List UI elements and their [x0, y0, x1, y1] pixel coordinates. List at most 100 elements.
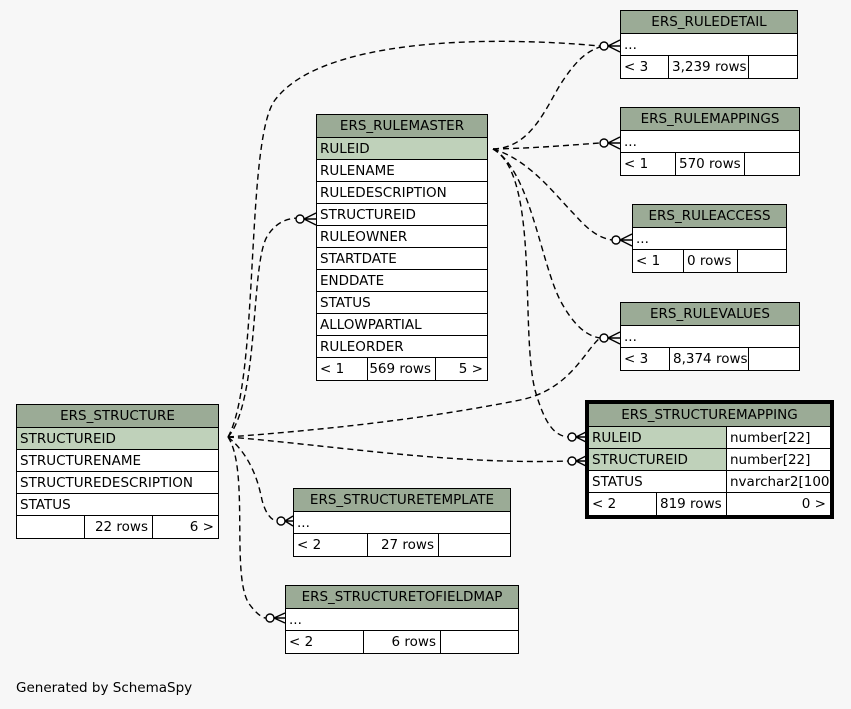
parent-count[interactable]: < 3 — [621, 348, 670, 370]
table-footer: < 2 6 rows — [286, 631, 518, 653]
generated-by-note: Generated by SchemaSpy — [16, 680, 193, 696]
table-header[interactable]: ERS_STRUCTURETEMPLATE — [294, 489, 510, 512]
rel-structure-rulevalues — [227, 337, 601, 438]
child-count[interactable] — [439, 534, 510, 556]
table-header[interactable]: ERS_RULEMAPPINGS — [621, 108, 799, 131]
column-row[interactable]: RULENAME — [317, 160, 487, 182]
rel-structure-structuretemplate — [227, 436, 279, 522]
table-footer: < 3 3,239 rows — [621, 56, 797, 78]
column-row[interactable]: STATUS — [17, 494, 218, 516]
column-name: STRUCTUREID — [589, 449, 727, 470]
row-count: 819 rows — [657, 493, 727, 515]
parent-count[interactable]: < 2 — [589, 493, 657, 515]
column-row[interactable]: STRUCTUREDESCRIPTION — [17, 472, 218, 494]
table-footer: < 1 570 rows — [621, 153, 799, 175]
column-row[interactable]: ALLOWPARTIAL — [317, 314, 487, 336]
parent-count[interactable]: < 1 — [621, 153, 676, 175]
parent-count[interactable]: < 1 — [633, 250, 684, 272]
table-footer: < 1 0 rows — [633, 250, 786, 272]
column-row[interactable]: STARTDATE — [317, 248, 487, 270]
rel-end-rulemappings — [599, 138, 609, 148]
rel-rulemaster-ruleaccess — [492, 148, 613, 241]
column-row[interactable]: STATUS — [317, 292, 487, 314]
crowfoot-structuretemplate — [284, 515, 294, 527]
column-row[interactable]: STRUCTURENAME — [17, 450, 218, 472]
row-count: 6 rows — [364, 631, 441, 653]
rel-end-ruleaccess — [611, 235, 621, 245]
table-header[interactable]: ERS_RULEDETAIL — [621, 11, 797, 34]
rel-rulemaster-rulemappings — [492, 142, 601, 150]
child-count[interactable] — [745, 153, 799, 175]
child-count[interactable] — [749, 56, 797, 78]
column-row[interactable]: RULEORDER — [317, 336, 487, 358]
table-header[interactable]: ERS_STRUCTUREMAPPING — [589, 404, 830, 427]
table-footer: 22 rows 6 > — [17, 516, 218, 538]
rel-structure-structuretofieldmap — [227, 436, 267, 619]
table-header[interactable]: ERS_RULEMASTER — [317, 115, 487, 138]
parent-count[interactable]: < 3 — [621, 56, 669, 78]
table-ers-ruledetail[interactable]: ERS_RULEDETAIL ... < 3 3,239 rows — [620, 10, 798, 79]
parent-count[interactable] — [17, 516, 85, 538]
column-row[interactable]: RULEID — [317, 138, 487, 160]
column-row[interactable]: ... — [621, 326, 799, 348]
child-count[interactable] — [441, 631, 518, 653]
column-row[interactable]: STRUCTUREID — [317, 204, 487, 226]
table-ers-structuremapping[interactable]: ERS_STRUCTUREMAPPING RULEID number[22] S… — [585, 400, 834, 519]
table-footer: < 3 8,374 rows — [621, 348, 799, 370]
column-row[interactable]: ... — [294, 512, 510, 534]
rel-rulemaster-rulevalues — [492, 148, 601, 339]
rel-end-ruledetail-a — [599, 41, 609, 51]
column-row[interactable]: ... — [633, 228, 786, 250]
table-ers-structuretofieldmap[interactable]: ERS_STRUCTURETOFIELDMAP ... < 2 6 rows — [285, 585, 519, 654]
child-count[interactable]: 5 > — [458, 361, 483, 377]
column-row[interactable]: STRUCTUREID number[22] — [589, 449, 830, 471]
parent-count[interactable]: < 2 — [294, 534, 368, 556]
rel-end-structuremapping-ruleid — [567, 432, 577, 442]
table-ers-structuretemplate[interactable]: ERS_STRUCTURETEMPLATE ... < 2 27 rows — [293, 488, 511, 557]
column-row[interactable]: ... — [621, 34, 797, 56]
table-ers-rulemaster[interactable]: ERS_RULEMASTER RULEID RULENAME RULEDESCR… — [316, 114, 488, 381]
column-row[interactable]: STATUS nvarchar2[100] — [589, 471, 830, 493]
crowfoot-rulevalues — [607, 331, 621, 345]
column-row[interactable]: ... — [286, 609, 518, 631]
table-ers-rulevalues[interactable]: ERS_RULEVALUES ... < 3 8,374 rows — [620, 302, 800, 371]
row-count: 8,374 rows — [670, 348, 749, 370]
table-header[interactable]: ERS_STRUCTURE — [17, 405, 218, 428]
table-ers-ruleaccess[interactable]: ERS_RULEACCESS ... < 1 0 rows — [632, 204, 787, 273]
column-row[interactable]: RULEOWNER — [317, 226, 487, 248]
rel-structure-ruledetail — [227, 40, 601, 438]
table-ers-structure[interactable]: ERS_STRUCTURE STRUCTUREID STRUCTURENAME … — [16, 404, 219, 539]
table-ers-rulemappings[interactable]: ERS_RULEMAPPINGS ... < 1 570 rows — [620, 107, 800, 176]
child-count[interactable] — [738, 250, 786, 272]
crowfoot-ruledetail — [607, 39, 621, 53]
rel-end-structuretemplate — [276, 516, 286, 526]
rel-end-rulemaster-structureid — [295, 214, 305, 224]
row-count: 22 rows — [85, 516, 153, 538]
table-header[interactable]: ERS_RULEACCESS — [633, 205, 786, 228]
rel-end-structuremapping-structureid — [567, 456, 577, 466]
rel-structure-structuremapping — [227, 436, 571, 463]
parent-count[interactable]: < 1 — [317, 358, 368, 380]
parent-count[interactable]: < 2 — [286, 631, 364, 653]
child-count[interactable]: 0 > — [801, 496, 826, 512]
table-header[interactable]: ERS_RULEVALUES — [621, 303, 799, 326]
column-row[interactable]: RULEDESCRIPTION — [317, 182, 487, 204]
rel-end-structuretofieldmap — [265, 613, 275, 623]
table-footer: < 1 569 rows 5 > — [317, 358, 487, 380]
child-count[interactable] — [749, 348, 799, 370]
table-footer: < 2 27 rows — [294, 534, 510, 556]
crowfoot-rulemappings — [607, 136, 621, 150]
column-row[interactable]: RULEID number[22] — [589, 427, 830, 449]
column-name: RULEID — [589, 427, 727, 448]
row-count: 570 rows — [676, 153, 745, 175]
rel-rulemaster-ruledetail — [492, 46, 601, 150]
crowfoot-rm-structureid — [303, 212, 317, 226]
column-row[interactable]: STRUCTUREID — [17, 428, 218, 450]
column-row[interactable]: ENDDATE — [317, 270, 487, 292]
child-count[interactable]: 6 > — [189, 519, 214, 535]
rel-structure-rulemaster — [227, 217, 301, 438]
column-row[interactable]: ... — [621, 131, 799, 153]
rel-end-rulevalues — [599, 333, 609, 343]
table-header[interactable]: ERS_STRUCTURETOFIELDMAP — [286, 586, 518, 609]
